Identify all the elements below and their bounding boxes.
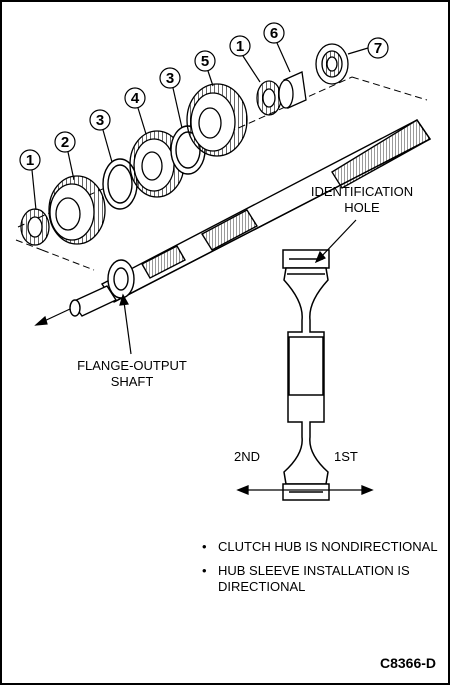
first-gear <box>186 83 248 157</box>
first-gear-side-label: 1ST <box>334 449 358 464</box>
callout-1a: 1 <box>26 152 34 169</box>
spacer-6 <box>278 71 307 109</box>
note-item: • HUB SLEEVE INSTALLATION IS DIRECTIONAL <box>202 563 410 594</box>
note-text: HUB SLEEVE INSTALLATION IS DIRECTIONAL <box>218 563 410 594</box>
identification-hole-leader <box>314 219 357 264</box>
identification-hole-label: IDENTIFICATION HOLE <box>310 184 414 215</box>
hub-sleeve-cross-section <box>282 249 330 501</box>
output-shaft <box>69 119 432 317</box>
synchronizer-ring-3a <box>102 158 138 210</box>
callout-group <box>19 22 389 211</box>
callout-3b: 3 <box>166 70 174 87</box>
callout-numbers: 1 2 3 4 3 5 1 6 7 <box>26 25 382 169</box>
notes-list: • CLUTCH HUB IS NONDIRECTIONAL • HUB SLE… <box>202 539 442 603</box>
flange-leader <box>119 293 132 355</box>
shaft-direction-arrow <box>34 308 71 326</box>
needle-bearing-1 <box>20 208 50 246</box>
callout-6: 6 <box>270 25 278 42</box>
figure-id: C8366-D <box>379 655 436 671</box>
flange-output-shaft-label: FLANGE-OUTPUT SHAFT <box>77 358 187 389</box>
direction-double-arrow <box>236 485 374 495</box>
second-gear <box>48 175 106 245</box>
callout-1b: 1 <box>236 38 244 55</box>
note-text: CLUTCH HUB IS NONDIRECTIONAL <box>218 539 438 554</box>
callout-5: 5 <box>201 53 209 70</box>
bearing-7 <box>315 43 349 85</box>
callout-3a: 3 <box>96 112 104 129</box>
callout-4: 4 <box>131 90 140 107</box>
needle-bearing-1b <box>256 80 282 116</box>
callout-2: 2 <box>61 134 69 151</box>
note-item: • CLUTCH HUB IS NONDIRECTIONAL <box>202 539 438 554</box>
second-gear-side-label: 2ND <box>234 449 261 464</box>
callout-7: 7 <box>374 40 382 57</box>
